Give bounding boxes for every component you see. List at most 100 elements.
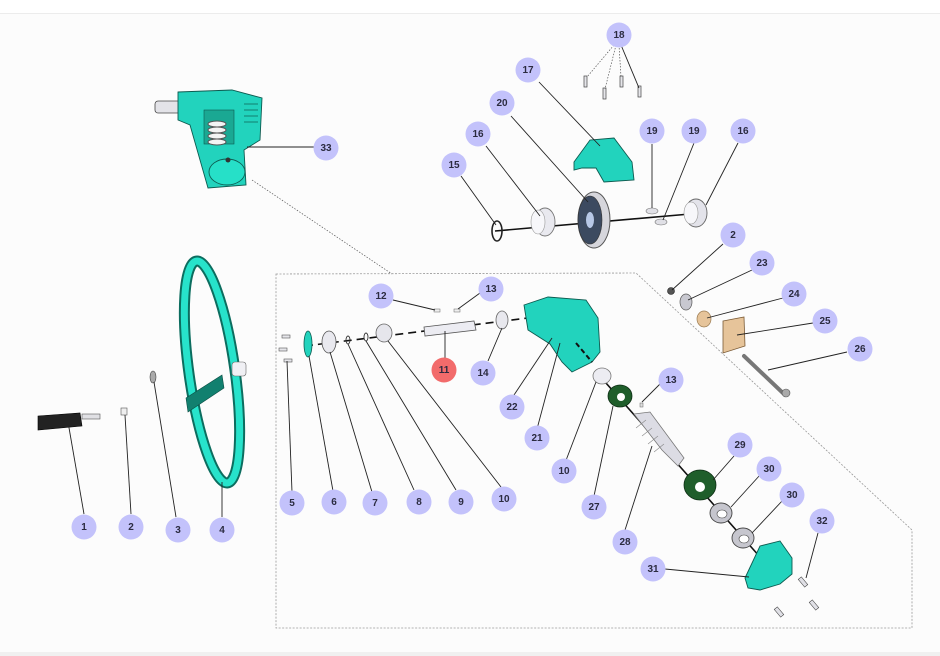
callout-bubble[interactable]	[470, 360, 496, 386]
callout-part-32[interactable]: 32	[809, 508, 835, 534]
callout-bubble[interactable]	[478, 276, 504, 302]
callout-bubble[interactable]	[118, 514, 144, 540]
part-23-washer[interactable]	[679, 293, 693, 311]
part-5-screws[interactable]	[278, 334, 293, 363]
callout-part-19[interactable]: 19	[681, 118, 707, 144]
part-33-gearbox-assembly[interactable]	[154, 89, 263, 189]
part-16-bearing-right[interactable]	[683, 198, 708, 228]
callout-part-21[interactable]: 21	[524, 425, 550, 451]
callout-bubble[interactable]	[749, 250, 775, 276]
callout-bubble[interactable]	[809, 508, 835, 534]
callout-bubble[interactable]	[515, 57, 541, 83]
callout-part-1[interactable]: 1	[71, 514, 97, 540]
callout-part-30[interactable]: 30	[779, 482, 805, 508]
callout-bubble[interactable]	[812, 308, 838, 334]
callout-part-10[interactable]: 10	[491, 486, 517, 512]
part-13-pin-top[interactable]	[453, 308, 461, 313]
callout-part-16[interactable]: 16	[465, 121, 491, 147]
callout-bubble[interactable]	[362, 490, 388, 516]
callout-part-8[interactable]: 8	[406, 489, 432, 515]
callout-bubble[interactable]	[313, 135, 339, 161]
callout-bubble[interactable]	[640, 556, 666, 582]
part-4-handwheel[interactable]	[174, 255, 251, 489]
part-24-bushing[interactable]	[696, 310, 712, 328]
part-18-screws[interactable]	[583, 75, 642, 100]
callout-part-14[interactable]: 14	[470, 360, 496, 386]
callout-bubble[interactable]	[727, 432, 753, 458]
callout-part-12[interactable]: 12	[368, 283, 394, 309]
part-21-22-gear-housing[interactable]	[523, 296, 601, 373]
callout-bubble[interactable]	[681, 118, 707, 144]
callout-bubble[interactable]	[489, 90, 515, 116]
callout-bubble[interactable]	[368, 283, 394, 309]
callout-part-25[interactable]: 25	[812, 308, 838, 334]
callout-bubble[interactable]	[606, 22, 632, 48]
callout-part-16[interactable]: 16	[730, 118, 756, 144]
callout-bubble[interactable]	[730, 118, 756, 144]
callout-bubble[interactable]	[165, 517, 191, 543]
callout-bubble[interactable]	[581, 494, 607, 520]
callout-part-26[interactable]: 26	[847, 336, 873, 362]
callout-part-28[interactable]: 28	[612, 529, 638, 555]
callout-bubble[interactable]	[612, 529, 638, 555]
part-30-bearing-b[interactable]	[731, 527, 755, 549]
part-25-plate[interactable]	[722, 316, 746, 354]
part-10-bushing[interactable]	[375, 323, 393, 343]
callout-bubble[interactable]	[465, 121, 491, 147]
callout-part-4[interactable]: 4	[209, 517, 235, 543]
callout-part-13[interactable]: 13	[658, 367, 684, 393]
callout-part-3[interactable]: 3	[165, 517, 191, 543]
part-17-gear-cover[interactable]	[573, 137, 635, 183]
callout-part-29[interactable]: 29	[727, 432, 753, 458]
callout-bubble[interactable]	[756, 456, 782, 482]
callout-part-19[interactable]: 19	[639, 118, 665, 144]
callout-part-10[interactable]: 10	[551, 458, 577, 484]
callout-part-33[interactable]: 33	[313, 135, 339, 161]
callout-part-2[interactable]: 2	[720, 222, 746, 248]
callout-part-2[interactable]: 2	[118, 514, 144, 540]
callout-bubble[interactable]	[279, 490, 305, 516]
callout-part-22[interactable]: 22	[499, 394, 525, 420]
callout-bubble[interactable]	[551, 458, 577, 484]
callout-part-18[interactable]: 18	[606, 22, 632, 48]
callout-bubble[interactable]	[441, 152, 467, 178]
callout-bubble[interactable]	[779, 482, 805, 508]
part-14-bearing[interactable]	[495, 310, 509, 330]
part-2-small-nut[interactable]	[120, 407, 128, 416]
part-26-bolt[interactable]	[742, 354, 791, 398]
callout-bubble[interactable]	[658, 367, 684, 393]
part-11-input-shaft[interactable]	[423, 320, 477, 337]
callout-part-9[interactable]: 9	[448, 489, 474, 515]
part-27-seal[interactable]	[607, 384, 633, 408]
callout-bubble[interactable]	[847, 336, 873, 362]
callout-part-31[interactable]: 31	[640, 556, 666, 582]
callout-bubble[interactable]	[209, 517, 235, 543]
part-19-keys[interactable]	[645, 207, 668, 226]
part-29-seal[interactable]	[683, 469, 717, 501]
callout-bubble[interactable]	[639, 118, 665, 144]
callout-bubble[interactable]	[431, 357, 457, 383]
part-15-snap-ring[interactable]	[491, 220, 503, 242]
callout-part-13[interactable]: 13	[478, 276, 504, 302]
callout-part-15[interactable]: 15	[441, 152, 467, 178]
callout-bubble[interactable]	[71, 514, 97, 540]
part-32-screws[interactable]	[773, 576, 820, 618]
part-7-bearing[interactable]	[321, 330, 337, 354]
part-12-pin[interactable]	[433, 308, 441, 313]
callout-bubble[interactable]	[499, 394, 525, 420]
callout-part-24[interactable]: 24	[781, 281, 807, 307]
part-10-bushing-lower[interactable]	[592, 367, 612, 385]
callout-bubble[interactable]	[491, 486, 517, 512]
callout-part-11[interactable]: 11	[431, 357, 457, 383]
callout-bubble[interactable]	[781, 281, 807, 307]
callout-part-5[interactable]: 5	[279, 490, 305, 516]
callout-part-7[interactable]: 7	[362, 490, 388, 516]
part-28-worm-shaft[interactable]	[633, 411, 685, 467]
callout-part-27[interactable]: 27	[581, 494, 607, 520]
callout-bubble[interactable]	[524, 425, 550, 451]
callout-part-30[interactable]: 30	[756, 456, 782, 482]
part-6-flange[interactable]	[303, 330, 313, 358]
part-30-bearing-a[interactable]	[709, 502, 733, 524]
callout-part-23[interactable]: 23	[749, 250, 775, 276]
callout-bubble[interactable]	[448, 489, 474, 515]
